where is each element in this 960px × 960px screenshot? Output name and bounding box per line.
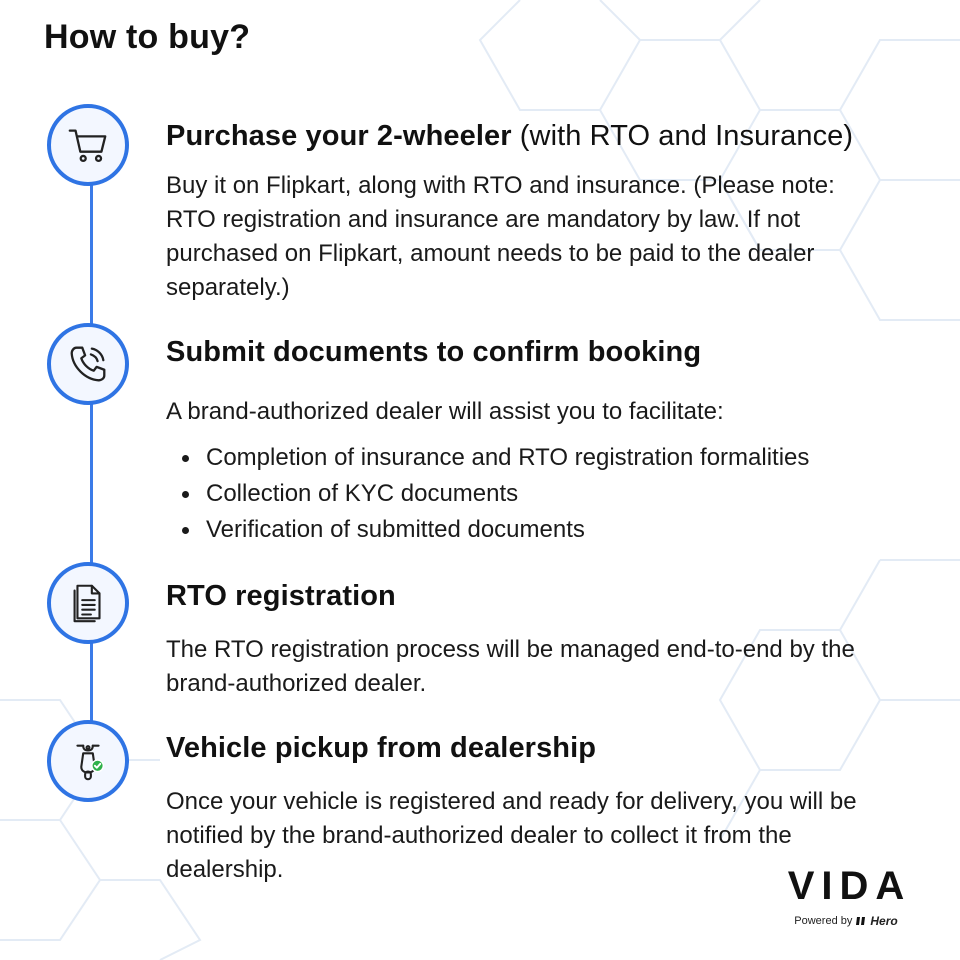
hero-brand-text: Hero [870, 914, 898, 928]
step-1-icon-circle [47, 104, 129, 186]
step-1-title: Purchase your 2-wheeler (with RTO and In… [166, 120, 853, 153]
step-2-description: A brand-authorized dealer will assist yo… [166, 398, 724, 425]
step-4-description: Once your vehicle is registered and read… [166, 788, 857, 883]
step-3-icon-circle [47, 562, 129, 644]
powered-by-text: Powered by [794, 915, 853, 927]
step-4-icon-circle [47, 720, 129, 802]
step-1-title-main: Purchase your 2-wheeler [166, 120, 512, 152]
document-icon [73, 584, 101, 623]
step-1-title-suffix: (with RTO and Insurance) [519, 120, 854, 152]
page-title: How to buy? [44, 18, 251, 56]
list-item: Completion of insurance and RTO registra… [166, 440, 809, 476]
step-3-title: RTO registration [166, 580, 396, 612]
vida-logo: VIDA [787, 864, 912, 908]
list-item: Collection of KYC documents [166, 476, 809, 512]
list-item: Verification of submitted documents [166, 512, 809, 548]
step-2-icon-circle [47, 323, 129, 405]
powered-by-line: Powered by Hero [780, 914, 912, 928]
timeline-connector [90, 140, 93, 760]
step-1-description: Buy it on Flipkart, along with RTO and i… [166, 172, 835, 301]
cart-icon [68, 129, 107, 163]
brand-lockup: VIDA Powered by Hero [780, 864, 912, 928]
hero-logo-icon [856, 917, 866, 925]
step-2-title: Submit documents to confirm booking [166, 336, 702, 368]
step-2-bullet-list: Completion of insurance and RTO registra… [166, 440, 809, 548]
step-4-title: Vehicle pickup from dealership [166, 732, 597, 764]
phone-call-icon [70, 346, 106, 382]
scooter-check-icon [76, 744, 105, 781]
step-3-description: The RTO registration process will be man… [166, 636, 855, 697]
